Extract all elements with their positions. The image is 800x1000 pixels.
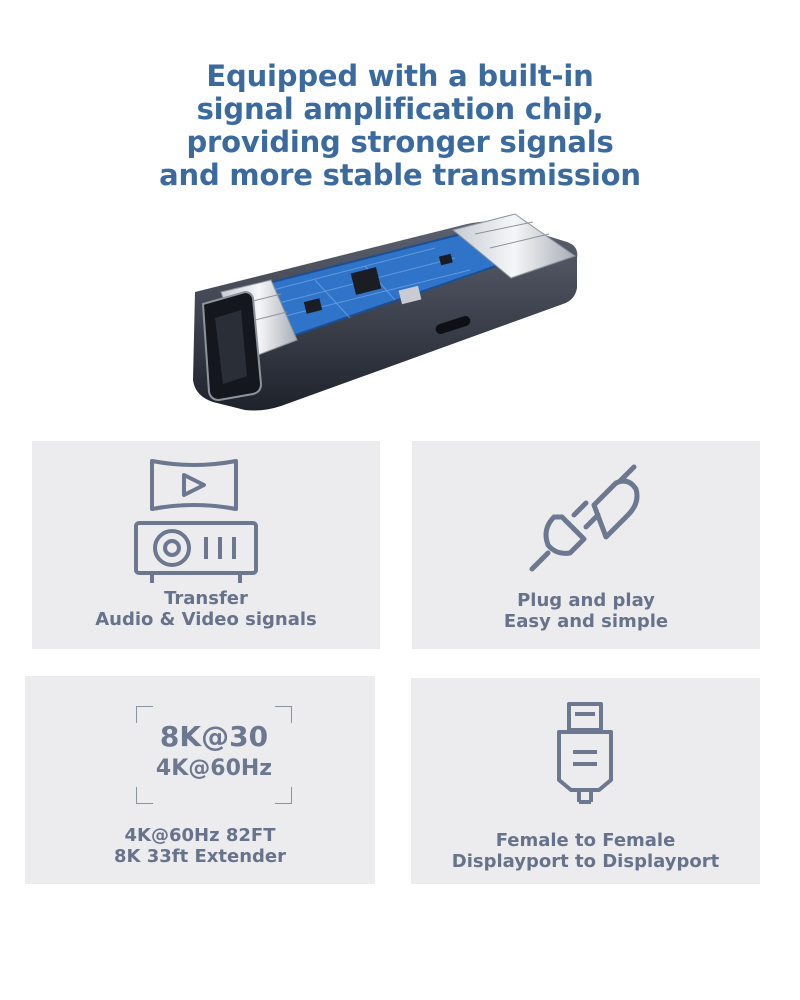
adapter-product-image (193, 213, 578, 411)
feature-card-connector: Female to Female Displayport to Displayp… (411, 678, 760, 884)
feature-caption-line: Plug and play (517, 590, 655, 611)
frame-corner (275, 787, 292, 804)
headline-line: and more stable transmission (159, 158, 641, 192)
feature-caption: Female to Female Displayport to Displayp… (411, 830, 760, 872)
displayport-connector-icon (557, 702, 613, 804)
feature-caption-line: Female to Female (495, 830, 676, 851)
headline-line: signal amplification chip, (196, 92, 604, 126)
feature-caption-line: Audio & Video signals (95, 609, 317, 630)
frame-corner (136, 706, 153, 723)
frame-corner (136, 787, 153, 804)
feature-caption-line: 4K@60Hz 82FT (124, 825, 276, 846)
feature-caption: Transfer Audio & Video signals (32, 588, 380, 630)
projector-icon (134, 459, 258, 583)
resolution-sub: 4K@60Hz (155, 756, 273, 781)
headline-line: Equipped with a built-in (206, 59, 594, 93)
feature-card-resolution: 8K@30 4K@60Hz 4K@60Hz 82FT 8K 33ft Exten… (25, 676, 375, 884)
feature-caption-line: 8K 33ft Extender (114, 846, 286, 867)
feature-caption: 4K@60Hz 82FT 8K 33ft Extender (25, 825, 375, 867)
feature-caption-line: Transfer (164, 588, 248, 609)
feature-card-plug-and-play: Plug and play Easy and simple (412, 441, 760, 649)
resolution-main: 8K@30 (159, 720, 269, 753)
feature-caption: Plug and play Easy and simple (412, 590, 760, 632)
feature-caption-line: Easy and simple (503, 611, 669, 632)
feature-caption-line: Displayport to Displayport (451, 851, 720, 872)
resolution-frame-icon: 8K@30 4K@60Hz (136, 706, 292, 804)
frame-corner (275, 706, 292, 723)
headline: Equipped with a built-in signal amplific… (0, 60, 800, 192)
plug-icon (529, 464, 640, 572)
feature-card-transfer: Transfer Audio & Video signals (32, 441, 380, 649)
headline-line: providing stronger signals (186, 125, 614, 159)
